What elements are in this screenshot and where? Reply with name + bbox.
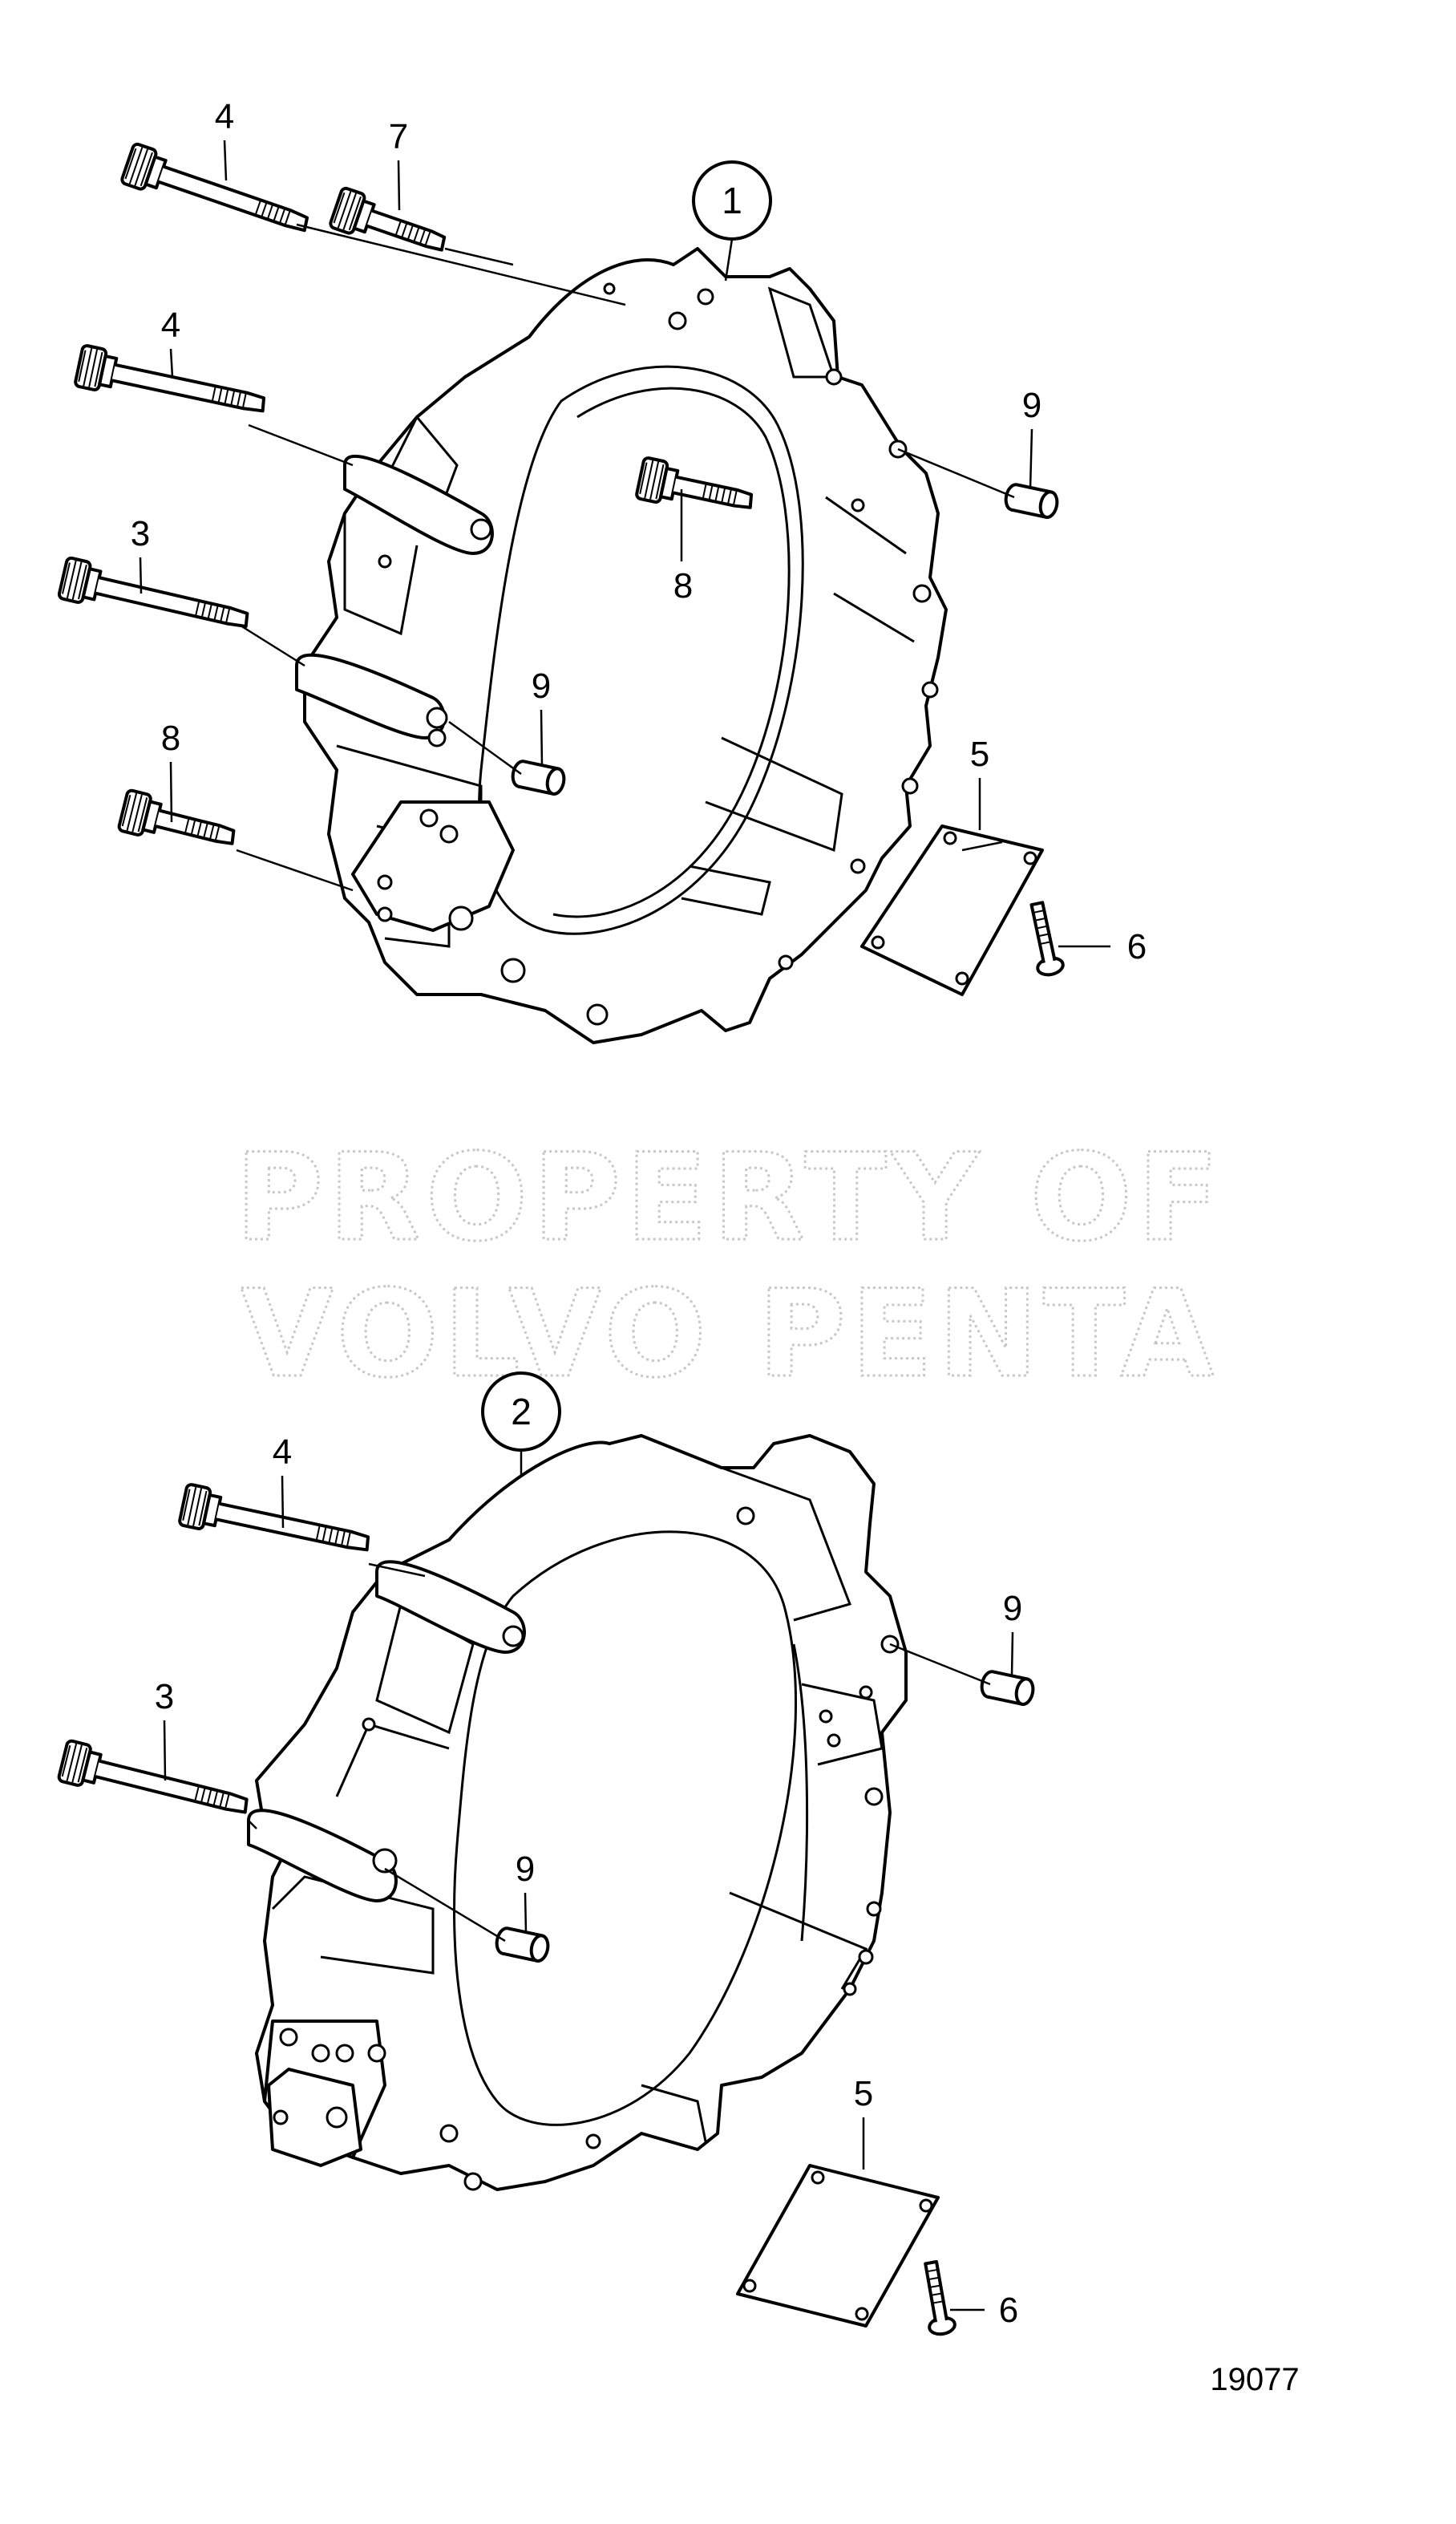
callout-9d: 9 bbox=[516, 1849, 535, 1889]
bolt-7 bbox=[327, 185, 452, 265]
watermark: PROPERTY OF VOLVO PENTA bbox=[234, 1128, 1223, 1406]
callout-4b: 4 bbox=[161, 306, 180, 345]
plug-9a bbox=[1001, 481, 1062, 521]
watermark-line-2: VOLVO PENTA bbox=[241, 1265, 1219, 1404]
cover-plate-2 bbox=[736, 2164, 940, 2328]
callout-7: 7 bbox=[389, 117, 408, 156]
balloon-1-label: 1 bbox=[722, 180, 742, 221]
cover-plate-1 bbox=[860, 824, 1044, 996]
screw-6b bbox=[916, 2259, 958, 2338]
bolt-8a bbox=[116, 788, 241, 860]
figure-number: 19077 bbox=[1210, 2362, 1299, 2397]
callout-5b: 5 bbox=[854, 2074, 873, 2113]
callout-9a: 9 bbox=[1022, 386, 1041, 425]
callout-6a: 6 bbox=[1127, 927, 1147, 966]
callout-4c: 4 bbox=[273, 1432, 292, 1472]
callout-4a: 4 bbox=[215, 97, 234, 136]
plug-9c bbox=[977, 1668, 1037, 1708]
watermark-line-1: PROPERTY OF bbox=[235, 1128, 1223, 1268]
bolt-3 bbox=[56, 555, 254, 642]
callout-3b: 3 bbox=[155, 1677, 174, 1716]
callout-5a: 5 bbox=[970, 735, 989, 774]
assembly-2: 2 4 3 9 9 5 6 bbox=[56, 1371, 1037, 2338]
callout-9b: 9 bbox=[532, 666, 551, 706]
bolt-4a bbox=[119, 141, 315, 246]
assembly-1: 1 4 7 4 3 8 8 9 9 5 6 bbox=[56, 97, 1147, 1044]
screw-6 bbox=[1022, 899, 1066, 979]
callout-3: 3 bbox=[131, 514, 150, 553]
callout-8a: 8 bbox=[161, 719, 180, 758]
flywheel-housing-2 bbox=[255, 1434, 908, 2191]
balloon-2-label: 2 bbox=[511, 1391, 532, 1432]
callout-8b: 8 bbox=[673, 566, 693, 606]
callout-9c: 9 bbox=[1003, 1589, 1022, 1628]
callout-6b: 6 bbox=[999, 2291, 1018, 2330]
bolt-3b bbox=[56, 1738, 253, 1828]
bolt-4c bbox=[177, 1481, 374, 1566]
